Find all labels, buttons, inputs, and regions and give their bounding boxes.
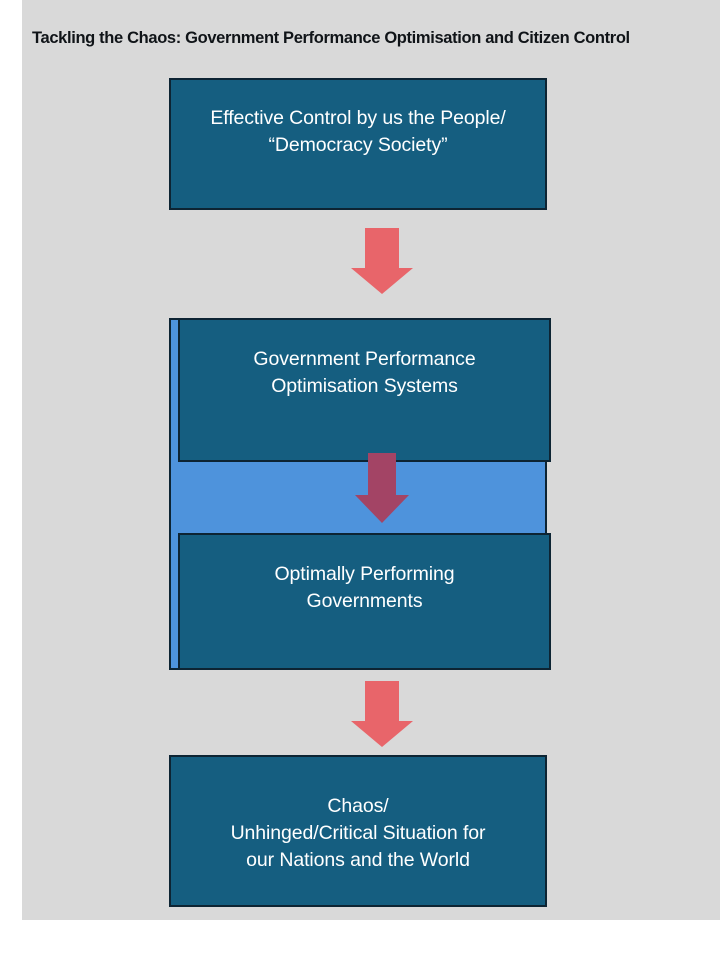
flow-group-optimisation: Government Performance Optimisation Syst…	[169, 318, 551, 670]
arrow-head	[351, 721, 413, 747]
flow-node-chaos[interactable]: Chaos/ Unhinged/Critical Situation for o…	[169, 755, 547, 907]
arrow-shaft	[368, 453, 396, 495]
flow-node-democracy[interactable]: Effective Control by us the People/ “Dem…	[169, 78, 547, 210]
flow-node-optimal-label: Optimally Performing Governments	[274, 563, 455, 612]
arrow-head	[355, 495, 409, 523]
page-title: Tackling the Chaos: Government Performan…	[32, 29, 630, 47]
flow-node-chaos-label: Chaos/ Unhinged/Critical Situation for o…	[230, 795, 486, 871]
flow-node-democracy-label: Effective Control by us the People/ “Dem…	[210, 107, 506, 156]
arrow-shaft	[365, 228, 399, 268]
arrow-head	[351, 268, 413, 294]
flow-node-optimal[interactable]: Optimally Performing Governments	[178, 533, 551, 670]
arrow-down-icon	[332, 228, 432, 294]
arrow-down-icon	[332, 681, 432, 749]
arrow-down-icon-secondary	[332, 453, 432, 523]
flow-node-gpos-label: Government Performance Optimisation Syst…	[253, 348, 476, 397]
arrow-shaft	[365, 681, 399, 721]
flow-node-gpos[interactable]: Government Performance Optimisation Syst…	[178, 318, 551, 462]
slide-canvas: Tackling the Chaos: Government Performan…	[22, 0, 720, 920]
